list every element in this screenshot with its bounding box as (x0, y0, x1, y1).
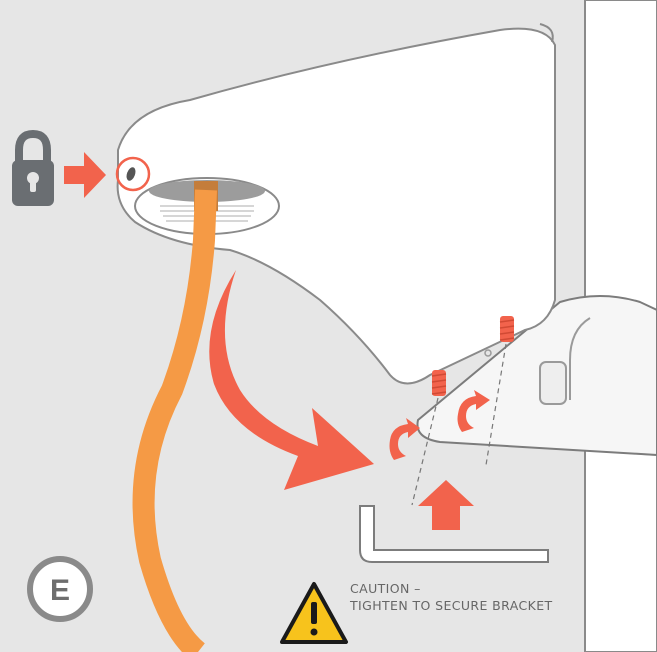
set-screw-hole (126, 167, 136, 181)
curved-arrow-icon (209, 270, 374, 490)
mounting-bracket (416, 295, 657, 457)
bracket-slot (539, 361, 567, 405)
rotate-arrow-icon (389, 390, 490, 460)
guide-lines (411, 343, 507, 506)
warning-triangle-icon (280, 582, 348, 644)
step-indicator: E (27, 556, 93, 622)
arrow-up-icon (418, 480, 474, 530)
caution-text: CAUTION – TIGHTEN TO SECURE BRACKET (350, 580, 553, 614)
step-letter: E (50, 574, 70, 607)
hex-key-icon (359, 505, 549, 563)
cable (132, 181, 218, 652)
padlock-icon (12, 129, 54, 206)
highlight-circle (115, 156, 151, 192)
screw-icon (431, 316, 515, 396)
caution-line-2: TIGHTEN TO SECURE BRACKET (350, 598, 553, 613)
arrow-right-icon (64, 152, 106, 198)
caution-line-1: CAUTION – (350, 581, 421, 596)
camera-housing (115, 23, 556, 385)
